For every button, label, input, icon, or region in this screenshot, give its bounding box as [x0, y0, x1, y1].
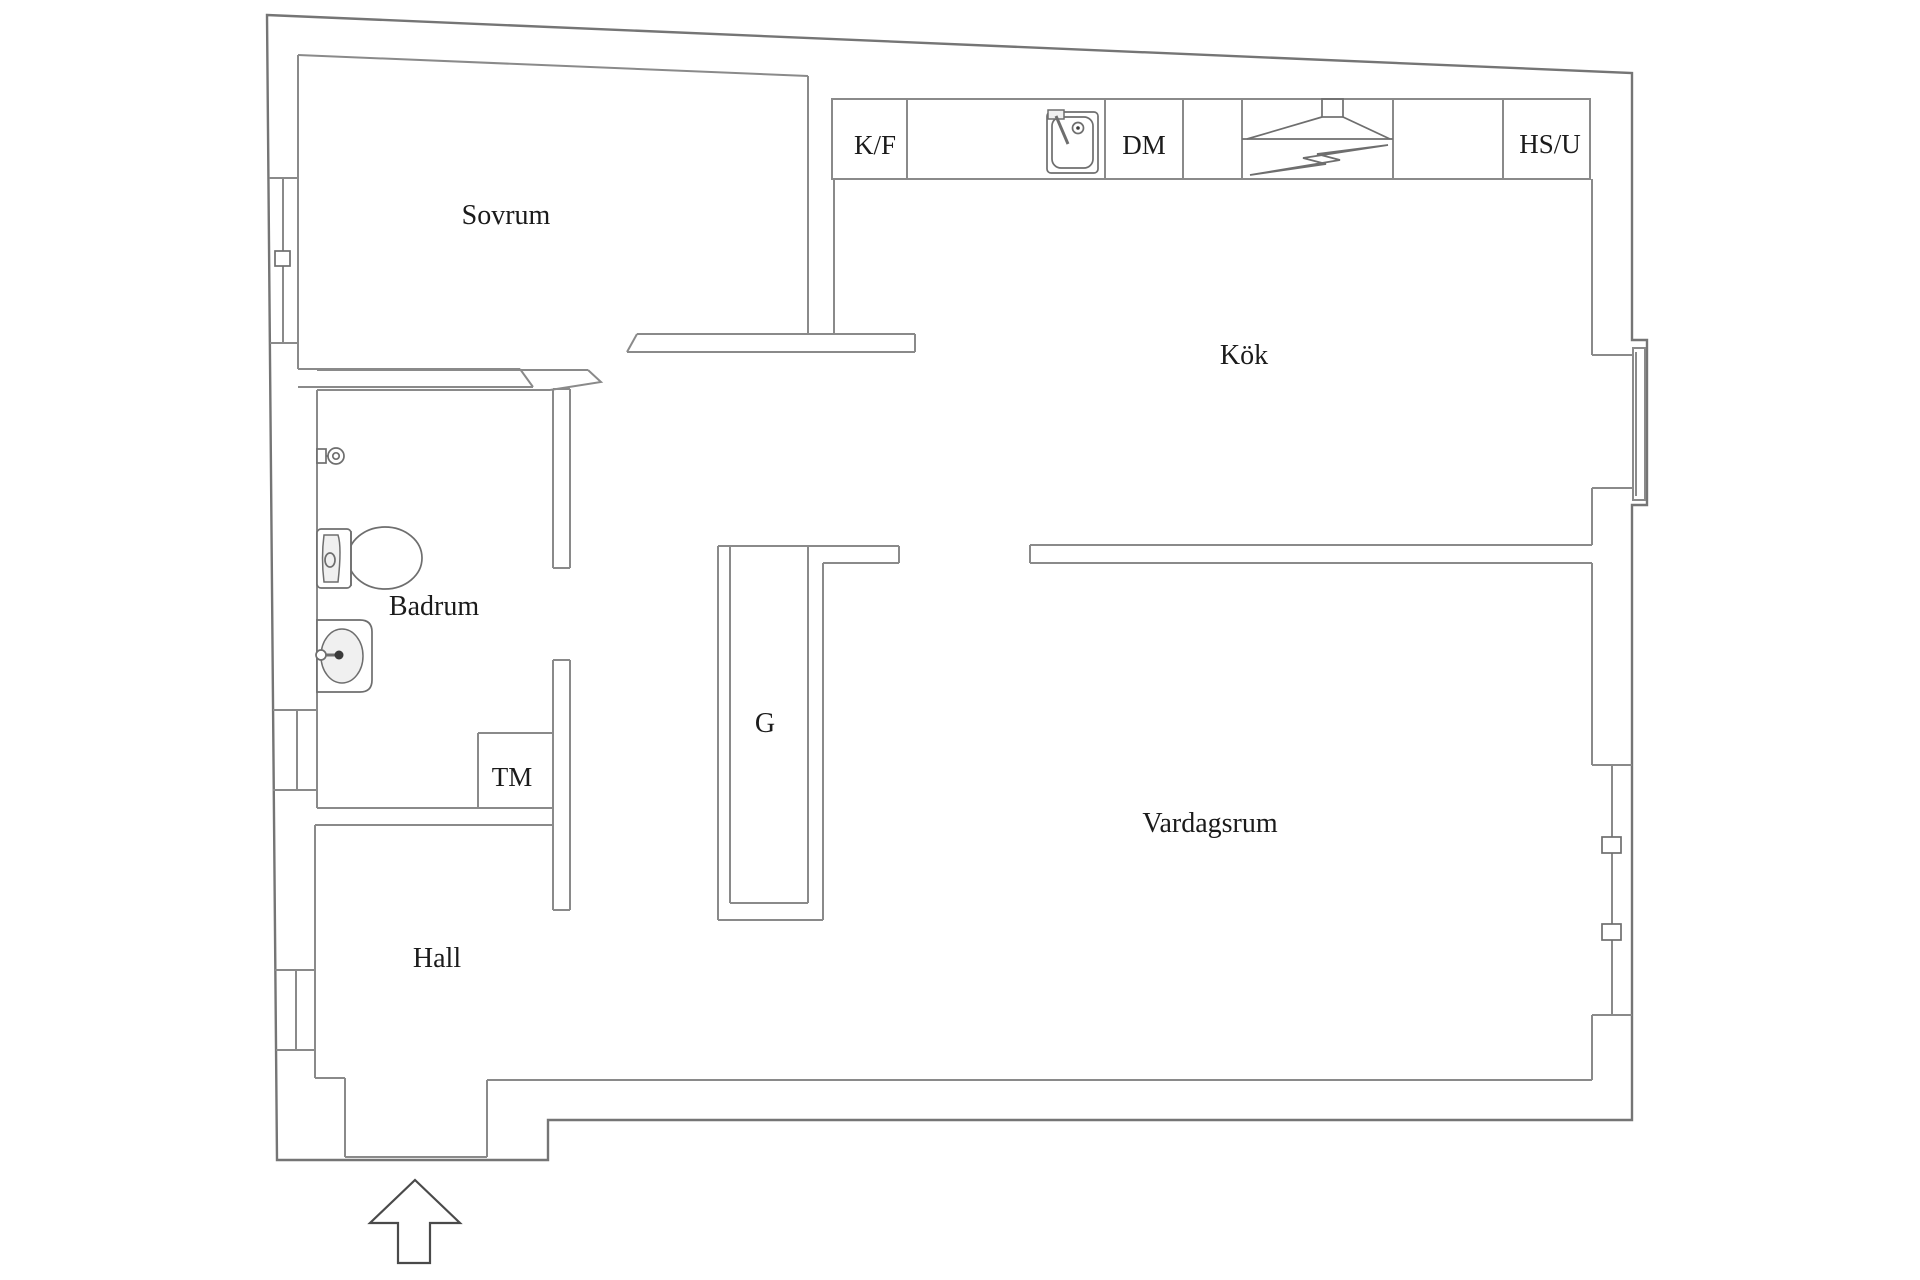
stove-hood-icon	[1242, 98, 1393, 176]
window-icon	[1601, 836, 1622, 854]
bathroom-sink-icon	[315, 619, 373, 693]
window-icon	[1632, 347, 1646, 501]
exterior-walls	[265, 13, 1649, 1162]
vardagsrum-window	[1601, 765, 1622, 1015]
kitchen-sink-icon	[1046, 109, 1099, 174]
kitchen-counter	[831, 98, 1591, 180]
hall-wall-niche	[275, 969, 315, 1051]
kok-window	[1632, 347, 1646, 501]
appliance-label-dm: DM	[1122, 130, 1166, 160]
window-icon	[274, 250, 291, 267]
room-label-hall: Hall	[413, 943, 461, 974]
shower-mixer-icon	[316, 447, 345, 465]
window-icon	[1601, 923, 1622, 941]
appliance-label-hsu: HS/U	[1519, 129, 1581, 159]
room-label-badrum: Badrum	[389, 591, 479, 622]
room-label-tm: TM	[492, 762, 533, 792]
appliance-labels: K/F DM HS/U	[854, 129, 1581, 160]
room-label-kok: Kök	[1220, 340, 1268, 371]
appliance-label-kf: K/F	[854, 130, 896, 160]
sovrum-window	[269, 177, 298, 344]
room-label-vardagsrum: Vardagsrum	[1142, 808, 1278, 839]
room-label-sovrum: Sovrum	[462, 200, 551, 231]
toilet-icon	[316, 526, 423, 590]
interior-walls	[297, 54, 1632, 1158]
room-labels: Sovrum Kök Badrum TM G Vardagsrum Hall	[389, 200, 1278, 974]
room-label-g: G	[755, 708, 775, 739]
badrum-wall-niche	[273, 709, 317, 791]
entrance-arrow-icon	[367, 1178, 463, 1265]
